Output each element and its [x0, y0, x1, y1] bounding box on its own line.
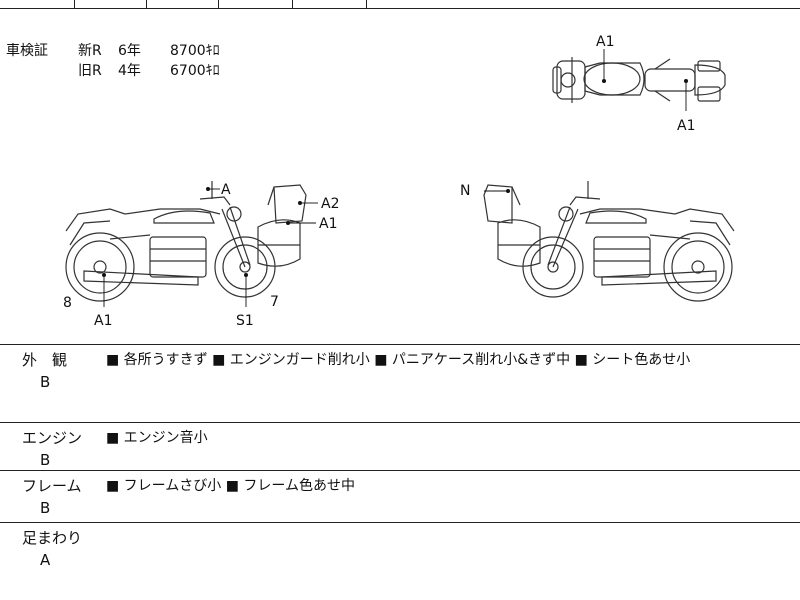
motorcycle-left-side-icon [65, 181, 307, 302]
section-notes: ■ エンジン音小 [106, 430, 208, 446]
registration-info: 車検証 新R 6年 8700ｷﾛ 旧R 4年 6700ｷﾛ [6, 41, 240, 81]
registration-row: 車検証 新R 6年 8700ｷﾛ [6, 41, 240, 61]
registration-mileage: 8700ｷﾛ [170, 43, 220, 59]
motorcycle-top-view-icon [552, 57, 726, 103]
marker-7-left: 7 [270, 294, 279, 310]
section-title: フレーム [22, 477, 82, 495]
registration-mileage: 6700ｷﾛ [170, 63, 220, 79]
registration-label: 車検証 [6, 43, 48, 59]
section-notes: ■ フレームさび小 ■ フレーム色あせ中 [106, 478, 355, 494]
marker-a1-top-lower: A1 [677, 118, 695, 134]
registration-row: 旧R 4年 6700ｷﾛ [6, 61, 240, 81]
marker-n-right: N [460, 183, 470, 199]
marker-s1-left: S1 [236, 313, 254, 329]
marker-a1-left-case: A1 [319, 216, 337, 232]
diagram-area: 車検証 新R 6年 8700ｷﾛ 旧R 4年 6700ｷﾛ [0, 9, 800, 345]
section-title: 足まわり [22, 529, 83, 547]
marker-a1-left-rear: A1 [94, 313, 112, 329]
registration-term: 6年 [118, 43, 141, 59]
marker-a1-top-upper: A1 [596, 34, 614, 50]
section-title: 外 観 [22, 351, 68, 369]
marker-a-left-handlebar: A [221, 182, 231, 198]
strip-divider [218, 0, 219, 8]
section-notes: ■ 各所うすきず ■ エンジンガード削れ小 ■ パニアケース削れ小&きず中 ■ … [106, 352, 691, 368]
section-grade: B [40, 373, 51, 391]
section-exterior: 外 観 B ■ 各所うすきず ■ エンジンガード削れ小 ■ パニアケース削れ小&… [0, 345, 800, 423]
section-suspension: 足まわり A [0, 523, 800, 600]
motorcycle-diagrams: A1 A1 A A2 A1 8 A1 S1 7 N [63, 34, 735, 329]
section-frame: フレーム B ■ フレームさび小 ■ フレーム色あせ中 [0, 471, 800, 523]
section-grade: B [40, 499, 51, 517]
motorcycle-right-side-icon [483, 181, 735, 302]
strip-divider [74, 0, 75, 8]
registration-name: 旧R [78, 63, 102, 79]
section-grade: A [40, 551, 51, 569]
marker-8-left: 8 [63, 295, 72, 311]
strip-divider [366, 0, 367, 8]
section-title: エンジン [22, 429, 83, 447]
section-grade: B [40, 451, 51, 469]
strip-divider [146, 0, 147, 8]
registration-term: 4年 [118, 63, 141, 79]
marker-a2-left-topcase: A2 [321, 196, 339, 212]
section-engine: エンジン B ■ エンジン音小 [0, 423, 800, 471]
top-table-strip [0, 0, 800, 9]
registration-name: 新R [78, 43, 102, 59]
strip-divider [292, 0, 293, 8]
